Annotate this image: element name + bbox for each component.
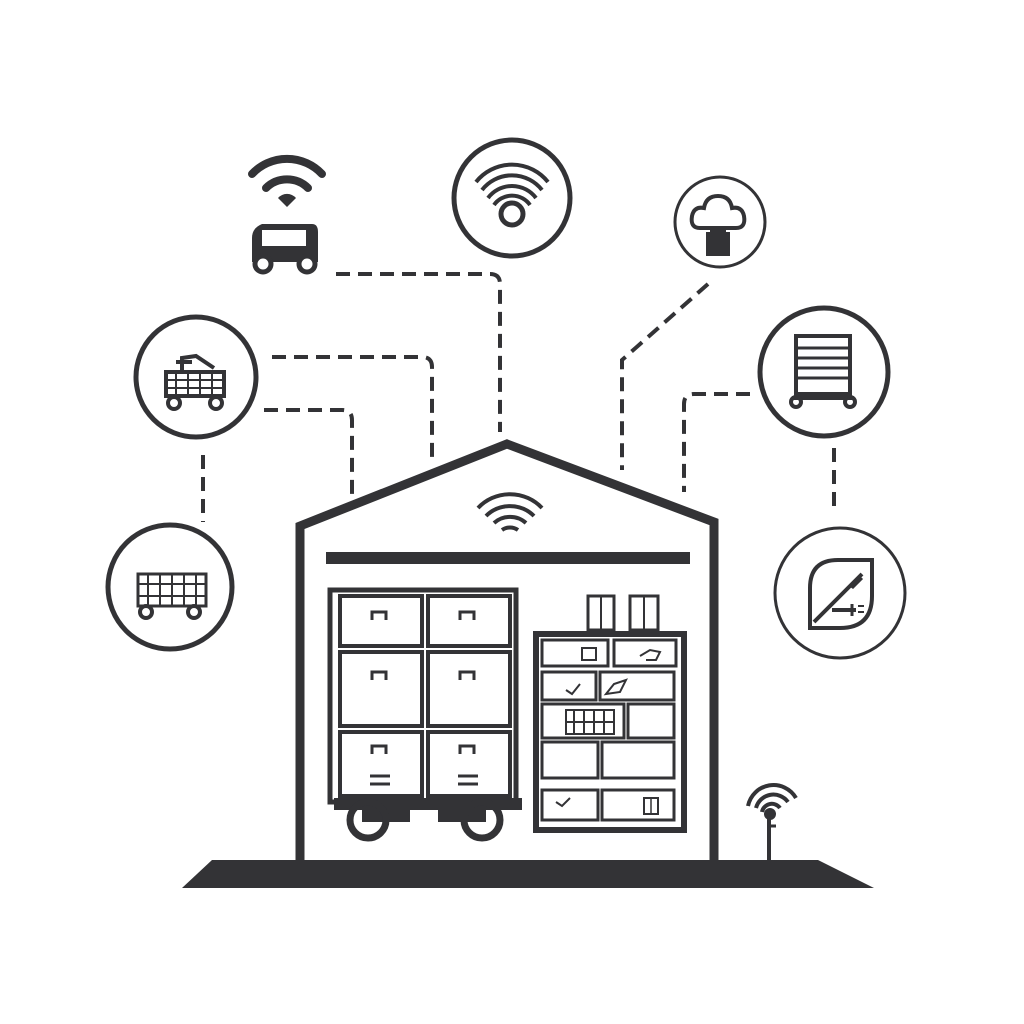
car-wifi-node: [248, 154, 326, 275]
server-rack-node: [757, 305, 891, 439]
connector-server-to-roof: [682, 392, 750, 492]
cargo-cart-icon: [136, 572, 208, 620]
antenna-beacon-icon: [746, 783, 798, 862]
roof-wifi-icon: [476, 492, 544, 532]
car-icon: [252, 224, 318, 275]
interior-beam: [326, 552, 690, 564]
forklift-icon: [164, 353, 226, 411]
connector-car-to-roof: [336, 272, 502, 432]
wifi-arcs-icon: [248, 154, 326, 207]
storage-shelving: [533, 594, 687, 833]
cloud-node: [673, 175, 767, 269]
connector-forklift-lower: [264, 408, 354, 494]
wifi-signal-node: [451, 137, 573, 259]
connector-forklift-to-roof: [272, 355, 434, 460]
connector-lines: [201, 272, 836, 522]
cloud-icon: [689, 193, 747, 256]
forklift-node: [133, 314, 259, 440]
cargo-cart-node: [105, 522, 235, 652]
wifi-signal-icon: [474, 162, 550, 228]
connector-cloud-to-roof: [620, 282, 710, 470]
warehouse-walls: [295, 439, 719, 862]
pallet-stack: [327, 587, 522, 842]
server-rack-icon: [789, 334, 857, 409]
warehouse-icon: [182, 439, 874, 888]
leaf-tool-node: [773, 526, 907, 660]
leaf-tool-icon: [808, 558, 874, 630]
ground-platform: [182, 860, 874, 888]
